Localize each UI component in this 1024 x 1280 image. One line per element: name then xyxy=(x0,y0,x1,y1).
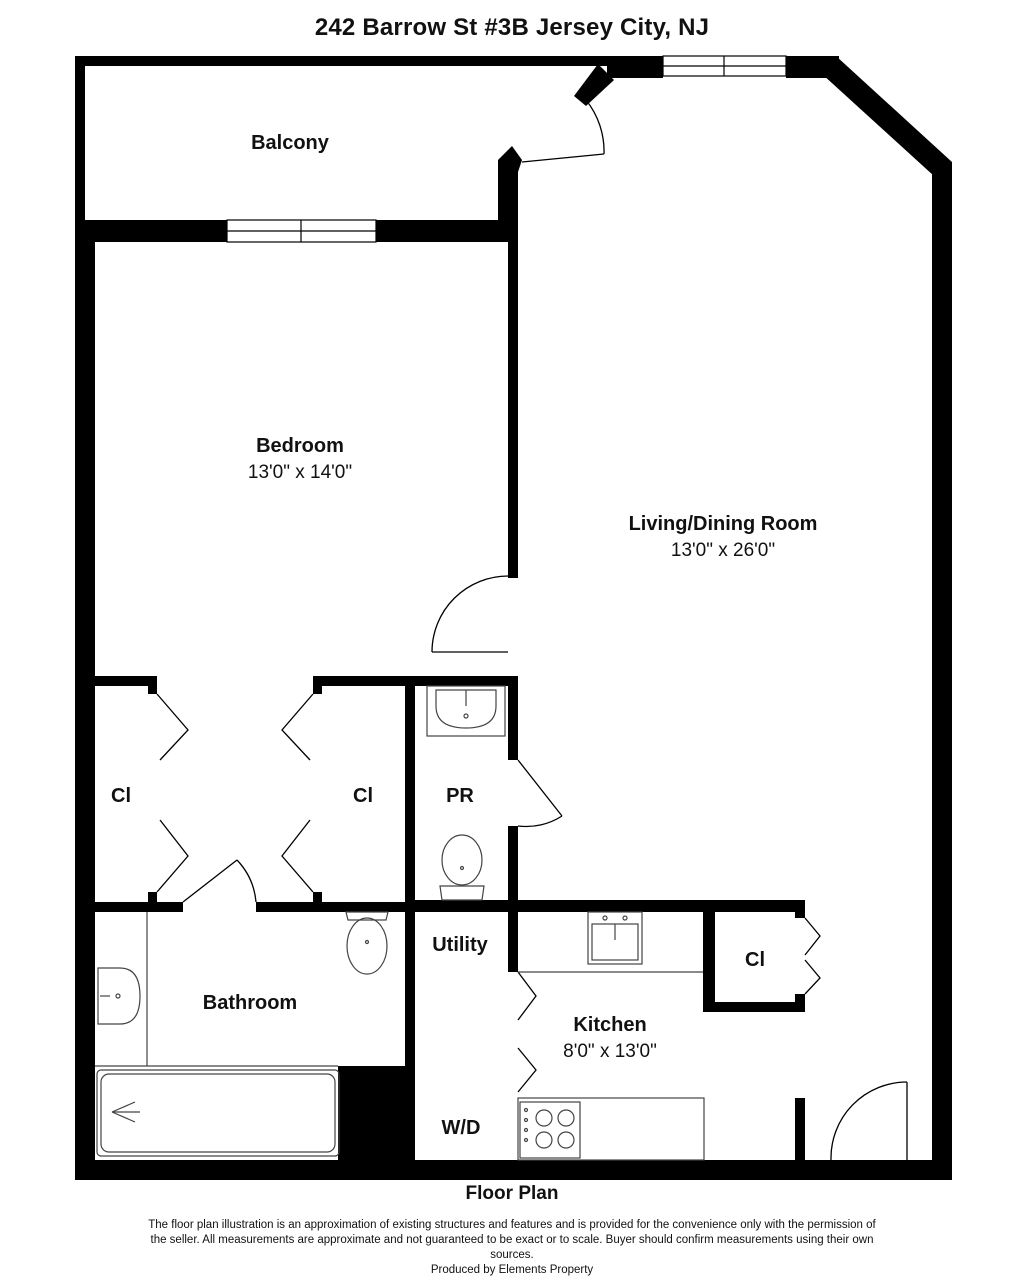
kitchen-counter-bottom xyxy=(517,1097,705,1161)
door-closet-left-lower xyxy=(156,819,189,893)
wall-kitchen-closet-stub xyxy=(795,900,805,918)
wall-kcloset-left xyxy=(703,900,715,1012)
door-balcony-leaf xyxy=(521,153,605,163)
label-kitchen: Kitchen xyxy=(573,1014,646,1036)
label-utility: Utility xyxy=(432,934,488,956)
bath-sink-bowl xyxy=(97,967,141,1025)
wall-divider-mid xyxy=(508,178,518,578)
produced-by-text: Produced by Elements Property xyxy=(430,1264,594,1276)
wall-closet-stub-right xyxy=(313,676,322,694)
wall-bath-block xyxy=(338,1066,406,1160)
pr-toilet-tank xyxy=(439,885,485,901)
door-bath-leaf xyxy=(182,859,238,903)
label-balcony: Balcony xyxy=(251,132,330,154)
plan-title: 242 Barrow St #3B Jersey City, NJ xyxy=(314,14,710,41)
label-closet-left: Cl xyxy=(111,785,131,807)
label-living-dining: Living/Dining Room xyxy=(629,513,818,535)
wall-balcony-bottom-right xyxy=(376,220,518,242)
bath-toilet-tank xyxy=(345,911,389,921)
wall-closet-bot-stub-right xyxy=(313,892,322,906)
wall-divider-bottom xyxy=(508,826,518,914)
wall-closet-bot-stub-left xyxy=(148,892,157,906)
wall-closets-top-left xyxy=(95,676,157,686)
label-closet-kitchen: Cl xyxy=(745,949,765,971)
wall-outer-top-right xyxy=(786,56,839,78)
walls xyxy=(75,56,952,1180)
wall-pr-left-lower xyxy=(405,912,415,1160)
room-labels: Balcony Bedroom 13'0" x 14'0" Living/Din… xyxy=(111,132,817,1139)
bath-toilet-bowl xyxy=(346,917,388,975)
label-washer-dryer: W/D xyxy=(442,1117,481,1139)
label-closet-right: Cl xyxy=(353,785,373,807)
door-utility-lower xyxy=(517,1047,537,1093)
pr-sink-bowl xyxy=(435,689,497,729)
wall-closets-bottom-left xyxy=(95,902,183,912)
doors xyxy=(156,99,908,1161)
wall-kcloset-bottom xyxy=(703,1002,805,1012)
door-bedroom-swing xyxy=(431,575,509,653)
wall-outer-top-left xyxy=(75,56,607,66)
door-kcloset-upper xyxy=(804,917,821,956)
door-bath-swing xyxy=(236,859,257,903)
wall-balcony-door-jamb xyxy=(574,64,614,106)
fixtures xyxy=(95,685,705,1161)
kitchen-sink xyxy=(587,911,643,965)
wall-top-window-stub xyxy=(607,56,663,78)
dims-bedroom: 13'0" x 14'0" xyxy=(248,462,352,483)
door-closet-left-upper xyxy=(156,693,189,761)
door-closet-right-lower xyxy=(281,819,314,893)
wall-diagonal-top-right xyxy=(822,56,952,176)
door-kcloset-lower xyxy=(804,959,821,995)
wall-closet-stub-left xyxy=(148,676,157,694)
door-pr-leaf xyxy=(517,759,563,817)
label-bathroom: Bathroom xyxy=(203,992,297,1014)
wall-pr-left xyxy=(405,676,415,912)
label-powder-room: PR xyxy=(446,785,474,807)
wall-outer-bottom xyxy=(75,1160,951,1180)
dims-kitchen: 8'0" x 13'0" xyxy=(563,1041,657,1062)
door-entry-swing xyxy=(830,1081,908,1161)
pr-toilet-bowl xyxy=(441,834,483,886)
pr-sink-counter xyxy=(426,685,506,737)
windows xyxy=(226,55,787,243)
floor-plan-caption: Floor Plan xyxy=(465,1183,559,1204)
door-pr-swing xyxy=(517,815,563,828)
label-bedroom: Bedroom xyxy=(256,435,344,457)
dims-living-dining: 13'0" x 26'0" xyxy=(671,540,775,561)
door-closet-right-upper xyxy=(281,693,314,761)
bathtub-outer xyxy=(96,1069,340,1157)
wall-kcloset-bot-stub xyxy=(795,994,805,1012)
wall-utility-partition xyxy=(508,900,518,972)
kitchen-range xyxy=(519,1101,581,1159)
wall-entry-left-stub xyxy=(795,1098,805,1160)
wall-kitchen-top xyxy=(405,900,805,912)
disclaimer-text: The floor plan illustration is an approx… xyxy=(148,1219,876,1261)
wall-divider-lower xyxy=(508,676,518,760)
wall-balcony-bottom-left xyxy=(75,220,227,242)
door-balcony-swing xyxy=(585,99,605,155)
wall-entry-right xyxy=(907,1160,952,1180)
door-utility-upper xyxy=(517,971,537,1021)
wall-closets-bottom-right xyxy=(256,902,406,912)
wall-closets-top-right xyxy=(313,676,518,686)
wall-outer-right xyxy=(932,162,952,1180)
bathtub-inner xyxy=(100,1073,336,1153)
wall-bedroom-left xyxy=(75,232,95,1180)
